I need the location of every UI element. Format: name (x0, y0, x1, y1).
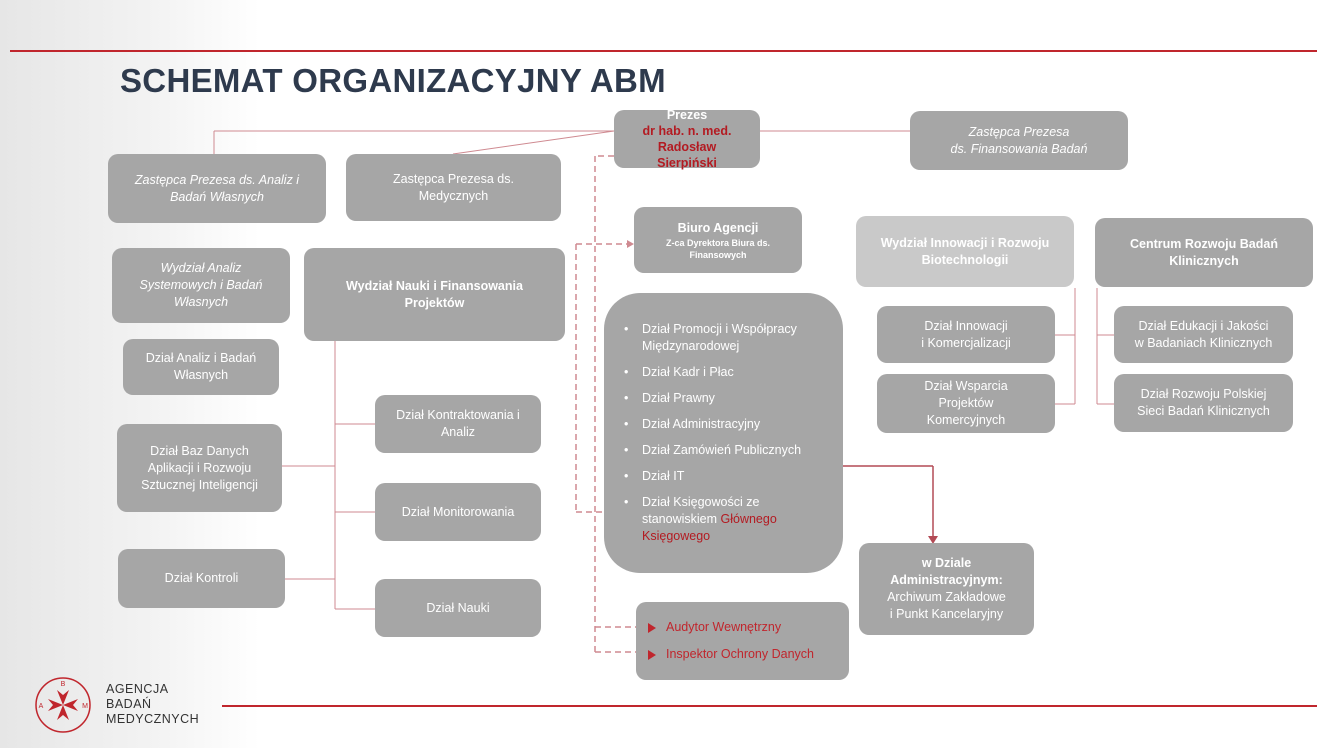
list-item: Dział Prawny (624, 390, 801, 407)
wydzial-nauki-line2: Projektów (404, 295, 465, 310)
admin-line1: w Dziale (921, 556, 972, 570)
biuro-list-box: Dział Promocji i WspółpracyMiędzynarodow… (604, 293, 843, 573)
list-item: Dział IT (624, 468, 801, 485)
logo-line2: BADAŃ (106, 697, 152, 711)
svg-text:A: A (39, 703, 44, 710)
dzial-edukacji-box: Dział Edukacji i Jakości w Badaniach Kli… (1114, 306, 1293, 363)
prezes-name-line1: dr hab. n. med. Radosław (642, 124, 732, 154)
biuro-list: Dział Promocji i WspółpracyMiędzynarodow… (624, 321, 801, 554)
dzial-kontraktowania-box: Dział Kontraktowania i Analiz (375, 395, 541, 453)
dzial-monitorowania-label: Dział Monitorowania (401, 504, 515, 519)
zastepca-analiz-box: Zastępca Prezesa ds. Analiz i Badań Włas… (108, 154, 326, 223)
dzial-baz-line3: Sztucznej Inteligencji (141, 477, 258, 492)
audytor-label: Audytor Wewnętrzny (666, 620, 782, 634)
dzial-baz-line1: Dział Baz Danych (150, 443, 249, 458)
dzial-wsparcia-line2: Projektów (938, 396, 994, 410)
dzial-edukacji-line2: w Badaniach Klinicznych (1134, 335, 1273, 350)
logo-line1: AGENCJA (106, 682, 169, 696)
zastepca-finansowania-line2: ds. Finansowania Badań (950, 141, 1088, 156)
admin-line2: Administracyjnym: (890, 573, 1003, 587)
dzial-innowacji-box: Dział Innowacji i Komercjalizacji (877, 306, 1055, 363)
dzial-baz-line2: Aplikacji i Rozwoju (147, 460, 252, 475)
dzial-nauki-label: Dział Nauki (426, 600, 490, 615)
wydzial-analiz-box: Wydział Analiz Systemowych i Badań Własn… (112, 248, 290, 323)
dzial-innowacji-line2: i Komercjalizacji (921, 335, 1011, 350)
prezes-role: Prezes (666, 108, 708, 122)
zastepca-finansowania-line1: Zastępca Prezesa (968, 124, 1070, 139)
dzial-analiz-line2: Własnych (173, 368, 229, 382)
zastepca-finansowania-box: Zastępca Prezesa ds. Finansowania Badań (910, 111, 1128, 170)
logo-line3: MEDYCZNYCH (106, 712, 200, 726)
biuro-sub1: Z-ca Dyrektora Biura ds. (665, 237, 771, 248)
dzial-innowacji-line1: Dział Innowacji (924, 318, 1008, 333)
page-title: SCHEMAT ORGANIZACYJNY ABM (120, 62, 666, 99)
dzial-kontraktowania-line1: Dział Kontraktowania i (396, 408, 520, 422)
bottom-rule (222, 705, 1317, 707)
dzial-analiz-line1: Dział Analiz i Badań (145, 351, 257, 365)
biuro-sub2: Finansowych (689, 249, 747, 260)
centrum-line1: Centrum Rozwoju Badań (1130, 236, 1278, 251)
dzial-edukacji-line1: Dział Edukacji i Jakości (1138, 318, 1269, 333)
admin-line4: i Punkt Kancelaryjny (889, 607, 1004, 621)
dzial-rozwoju-box: Dział Rozwoju Polskiej Sieci Badań Klini… (1114, 374, 1293, 432)
dzial-rozwoju-line1: Dział Rozwoju Polskiej (1140, 387, 1267, 401)
prezes-box: Prezes dr hab. n. med. Radosław Sierpińs… (614, 108, 760, 170)
wydzial-analiz-line1: Wydział Analiz (160, 261, 242, 275)
list-item: Dział Zamówień Publicznych (624, 442, 801, 459)
dzial-monitorowania-box: Dział Monitorowania (375, 483, 541, 541)
triangle-bullet-icon (648, 649, 656, 660)
wydzial-nauki-line1: Wydział Nauki i Finansowania (346, 278, 523, 293)
wydzial-innowacji-line1: Wydział Innowacji i Rozwoju (880, 235, 1050, 250)
dzial-kontroli-box: Dział Kontroli (118, 549, 285, 608)
zastepca-medycznych-line2: Medycznych (418, 188, 489, 203)
wydzial-analiz-line2: Systemowych i Badań (139, 278, 263, 292)
wydzial-innowacji-line2: Biotechnologii (921, 252, 1009, 267)
abm-logo-icon: B A M (35, 677, 91, 733)
inspektor-item: Inspektor Ochrony Danych (648, 646, 814, 663)
top-rule (10, 50, 1317, 52)
inspektor-label: Inspektor Ochrony Danych (666, 647, 814, 661)
wydzial-nauki-box: Wydział Nauki i Finansowania Projektów (304, 248, 565, 341)
svg-text:B: B (61, 681, 66, 688)
biuro-title: Biuro Agencji (677, 220, 759, 235)
dzial-wsparcia-line1: Dział Wsparcia (924, 379, 1008, 393)
zastepca-medycznych-line1: Zastępca Prezesa ds. (393, 171, 514, 186)
dzial-nauki-box: Dział Nauki (375, 579, 541, 637)
dzial-kontraktowania-line2: Analiz (440, 425, 476, 439)
zastepca-medycznych-box: Zastępca Prezesa ds. Medycznych (346, 154, 561, 221)
audyt-box: Audytor Wewnętrzny Inspektor Ochrony Dan… (636, 602, 849, 680)
wydzial-analiz-line3: Własnych (173, 295, 229, 309)
wydzial-innowacji-box: Wydział Innowacji i Rozwoju Biotechnolog… (856, 216, 1074, 287)
admin-box: w Dziale Administracyjnym: Archiwum Zakł… (859, 543, 1034, 635)
dzial-rozwoju-line2: Sieci Badań Klinicznych (1137, 404, 1270, 418)
logo-text: AGENCJA BADAŃ MEDYCZNYCH (106, 682, 199, 727)
triangle-bullet-icon (648, 622, 656, 633)
zastepca-analiz-line2: Badań Własnych (170, 189, 264, 204)
dzial-wsparcia-box: Dział Wsparcia Projektów Komercyjnych (877, 374, 1055, 433)
svg-text:M: M (82, 703, 88, 710)
dzial-baz-box: Dział Baz Danych Aplikacji i Rozwoju Szt… (117, 424, 282, 512)
zastepca-analiz-line1: Zastępca Prezesa ds. Analiz i (134, 172, 300, 187)
admin-line3: Archiwum Zakładowe (887, 590, 1006, 604)
list-item: Dział Kadr i Płac (624, 364, 801, 381)
prezes-name-line2: Sierpiński (657, 156, 717, 170)
biuro-agencji-box: Biuro Agencji Z-ca Dyrektora Biura ds. F… (634, 207, 802, 273)
dzial-kontroli-label: Dział Kontroli (164, 571, 239, 585)
list-item: Dział Promocji i WspółpracyMiędzynarodow… (624, 321, 801, 355)
list-item: Dział Administracyjny (624, 416, 801, 433)
centrum-line2: Klinicznych (1169, 253, 1239, 268)
dzial-analiz-box: Dział Analiz i Badań Własnych (123, 339, 279, 395)
centrum-box: Centrum Rozwoju Badań Klinicznych (1095, 218, 1313, 287)
dzial-wsparcia-line3: Komercyjnych (926, 413, 1006, 427)
audytor-item: Audytor Wewnętrzny (648, 619, 781, 636)
